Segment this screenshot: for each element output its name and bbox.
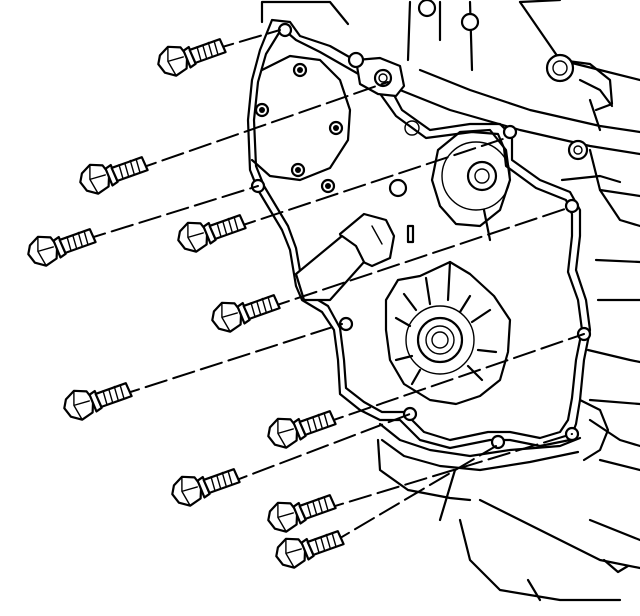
bolt-6 — [59, 374, 136, 425]
water-pump — [430, 128, 512, 242]
bolt-4 — [173, 206, 250, 257]
upper-bracket — [347, 51, 420, 198]
bolts — [23, 30, 348, 573]
crank-sensor — [294, 212, 415, 302]
bolt-holes — [250, 22, 592, 450]
bolt-1 — [153, 30, 230, 81]
bolt-8 — [167, 460, 244, 511]
leader-lines — [83, 29, 585, 545]
bolt-9 — [263, 486, 340, 537]
engine-block — [260, 0, 640, 602]
cam-cover-plate — [250, 54, 352, 194]
crank-seal-hub — [384, 260, 512, 406]
bolt-2 — [75, 148, 152, 199]
bolt-5 — [207, 286, 284, 337]
bolt-7 — [263, 402, 340, 453]
bolt-3 — [23, 220, 100, 271]
front-cover — [246, 18, 610, 502]
